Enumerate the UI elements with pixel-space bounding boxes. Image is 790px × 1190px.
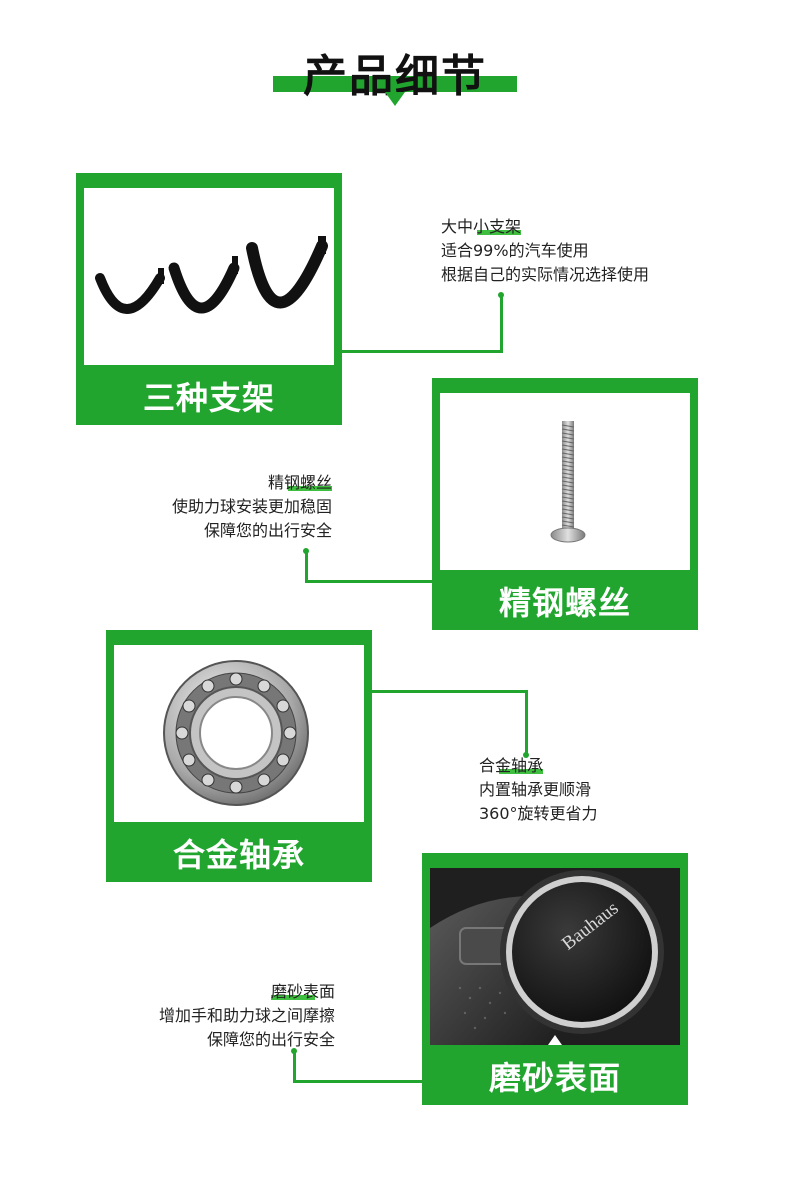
card-bearing: 合金轴承 (106, 630, 372, 882)
desc-surface: 磨砂表面 增加手和助力球之间摩擦 保障您的出行安全 (60, 980, 335, 1052)
desc-brackets: 大中小支架 适合99%的汽车使用 根据自己的实际情况选择使用 (441, 215, 741, 287)
card-brackets: 三种支架 (76, 173, 342, 425)
connector-line (342, 350, 502, 353)
brackets-icon (95, 236, 328, 314)
pointer-arrow-icon (232, 812, 246, 822)
connector-line (525, 690, 528, 756)
bearing-image (114, 645, 364, 822)
connector-line (305, 552, 308, 582)
connector-line (293, 1080, 423, 1083)
header-arrow-icon (385, 92, 405, 106)
knob-image: Bauhaus (430, 868, 680, 1045)
card-label-bearing: 合金轴承 (172, 836, 305, 874)
desc-title: 精钢螺丝 (267, 473, 332, 492)
desc-line: 适合99%的汽车使用 (441, 241, 589, 260)
desc-line: 保障您的出行安全 (203, 521, 332, 540)
connector-dot (291, 1048, 297, 1054)
desc-line: 根据自己的实际情况选择使用 (441, 265, 650, 284)
connector-line (372, 690, 528, 693)
screw-icon (550, 421, 586, 543)
card-label-brackets: 三种支架 (142, 379, 275, 417)
connector-dot (523, 752, 529, 758)
desc-line: 内置轴承更顺滑 (479, 780, 592, 799)
connector-dot (303, 548, 309, 554)
desc-bearing: 合金轴承 内置轴承更顺滑 360°旋转更省力 (479, 754, 739, 826)
screw-image (440, 393, 690, 570)
desc-title: 合金轴承 (479, 756, 544, 775)
card-label-screw: 精钢螺丝 (498, 584, 631, 622)
bearing-icon (163, 660, 309, 806)
connector-line (293, 1052, 296, 1082)
desc-line: 使助力球安装更加稳固 (171, 497, 332, 516)
connector-line (500, 296, 503, 353)
desc-title: 磨砂表面 (270, 982, 335, 1001)
desc-title: 大中小支架 (441, 217, 522, 236)
connector-line (305, 580, 433, 583)
desc-screw: 精钢螺丝 使助力球安装更加稳固 保障您的出行安全 (60, 471, 332, 543)
connector-dot (498, 292, 504, 298)
brackets-image (84, 188, 334, 365)
pointer-arrow-icon (558, 560, 572, 570)
card-label-surface: 磨砂表面 (488, 1059, 621, 1097)
desc-line: 增加手和助力球之间摩擦 (158, 1006, 335, 1025)
card-screw: 精钢螺丝 (432, 378, 698, 630)
desc-line: 保障您的出行安全 (206, 1030, 335, 1049)
desc-line: 360°旋转更省力 (479, 804, 598, 823)
steering-knob-icon (430, 868, 680, 1045)
card-surface: Bauhaus 磨砂表面 (422, 853, 688, 1105)
pointer-arrow-icon (548, 1035, 562, 1045)
pointer-arrow-icon (202, 355, 216, 365)
